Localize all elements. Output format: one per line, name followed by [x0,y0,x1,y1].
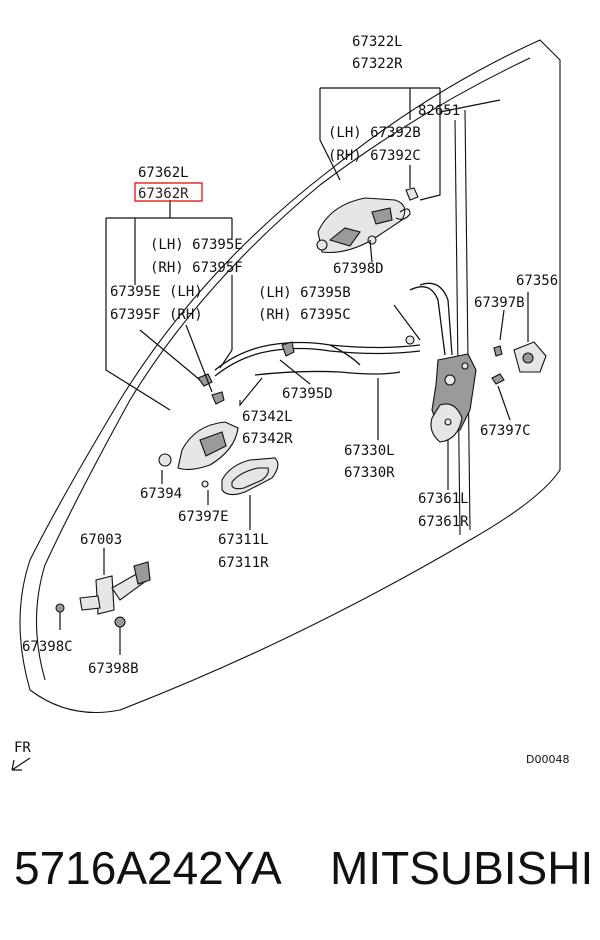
label-67342R: 67342R [242,431,293,447]
label-67395F: 67395F (RH) [110,307,203,323]
door-outline [19,39,561,713]
outside-handle-assembly [316,187,419,254]
inside-handle-bezel [221,457,279,496]
fr-label: FR [14,740,31,756]
label-67397E: 67397E [178,509,229,525]
inside-handle [158,421,239,471]
brand-caption: MITSUBISHI [330,842,593,894]
label-67342L: 67342L [242,409,293,425]
highlight-box [134,182,203,202]
leader-lines [103,87,529,575]
label-67395F-rh: (RH) 67395F [150,260,243,276]
door-check [55,561,151,655]
label-67362R-highlighted: 67362R [138,186,189,202]
striker-part [491,341,547,385]
label-67392B: (LH) 67392B [328,125,421,141]
front-direction-indicator: FR [11,740,31,771]
arrow-icon [11,757,31,771]
label-67395C: (RH) 67395C [258,307,351,323]
label-67394: 67394 [140,486,182,502]
label-67362L: 67362L [138,165,189,181]
label-67397C: 67397C [480,423,531,439]
label-67322R: 67322R [352,56,403,72]
cables [214,341,421,377]
label-67322L: 67322L [352,34,403,50]
label-67398B: 67398B [88,661,139,677]
label-67311L: 67311L [218,532,269,548]
label-67311R: 67311R [218,555,269,571]
label-67361R: 67361R [418,514,469,530]
label-67395B: (LH) 67395B [258,285,351,301]
label-67330L: 67330L [344,443,395,459]
door-lock-assembly [430,353,477,443]
label-82651: 82651 [418,103,460,119]
label-67398D: 67398D [333,261,384,277]
label-67397B: 67397B [474,295,525,311]
lock-rods [409,282,453,356]
label-67356: 67356 [516,273,558,289]
label-67395E-lh: (LH) 67395E [150,237,243,253]
cable-clips [197,335,415,488]
label-67395E: 67395E (LH) [110,284,203,300]
part-number-caption: 5716A242YA [14,842,282,894]
label-67361L: 67361L [418,491,469,507]
label-67395D: 67395D [282,386,333,402]
label-67330R: 67330R [344,465,395,481]
part-labels: 67322L 67322R 82651 (LH) 67392B (RH) 673… [22,34,558,677]
diagram-code: D00048 [526,753,569,766]
label-67003: 67003 [80,532,122,548]
label-67392C: (RH) 67392C [328,148,421,164]
label-67398C: 67398C [22,639,73,655]
